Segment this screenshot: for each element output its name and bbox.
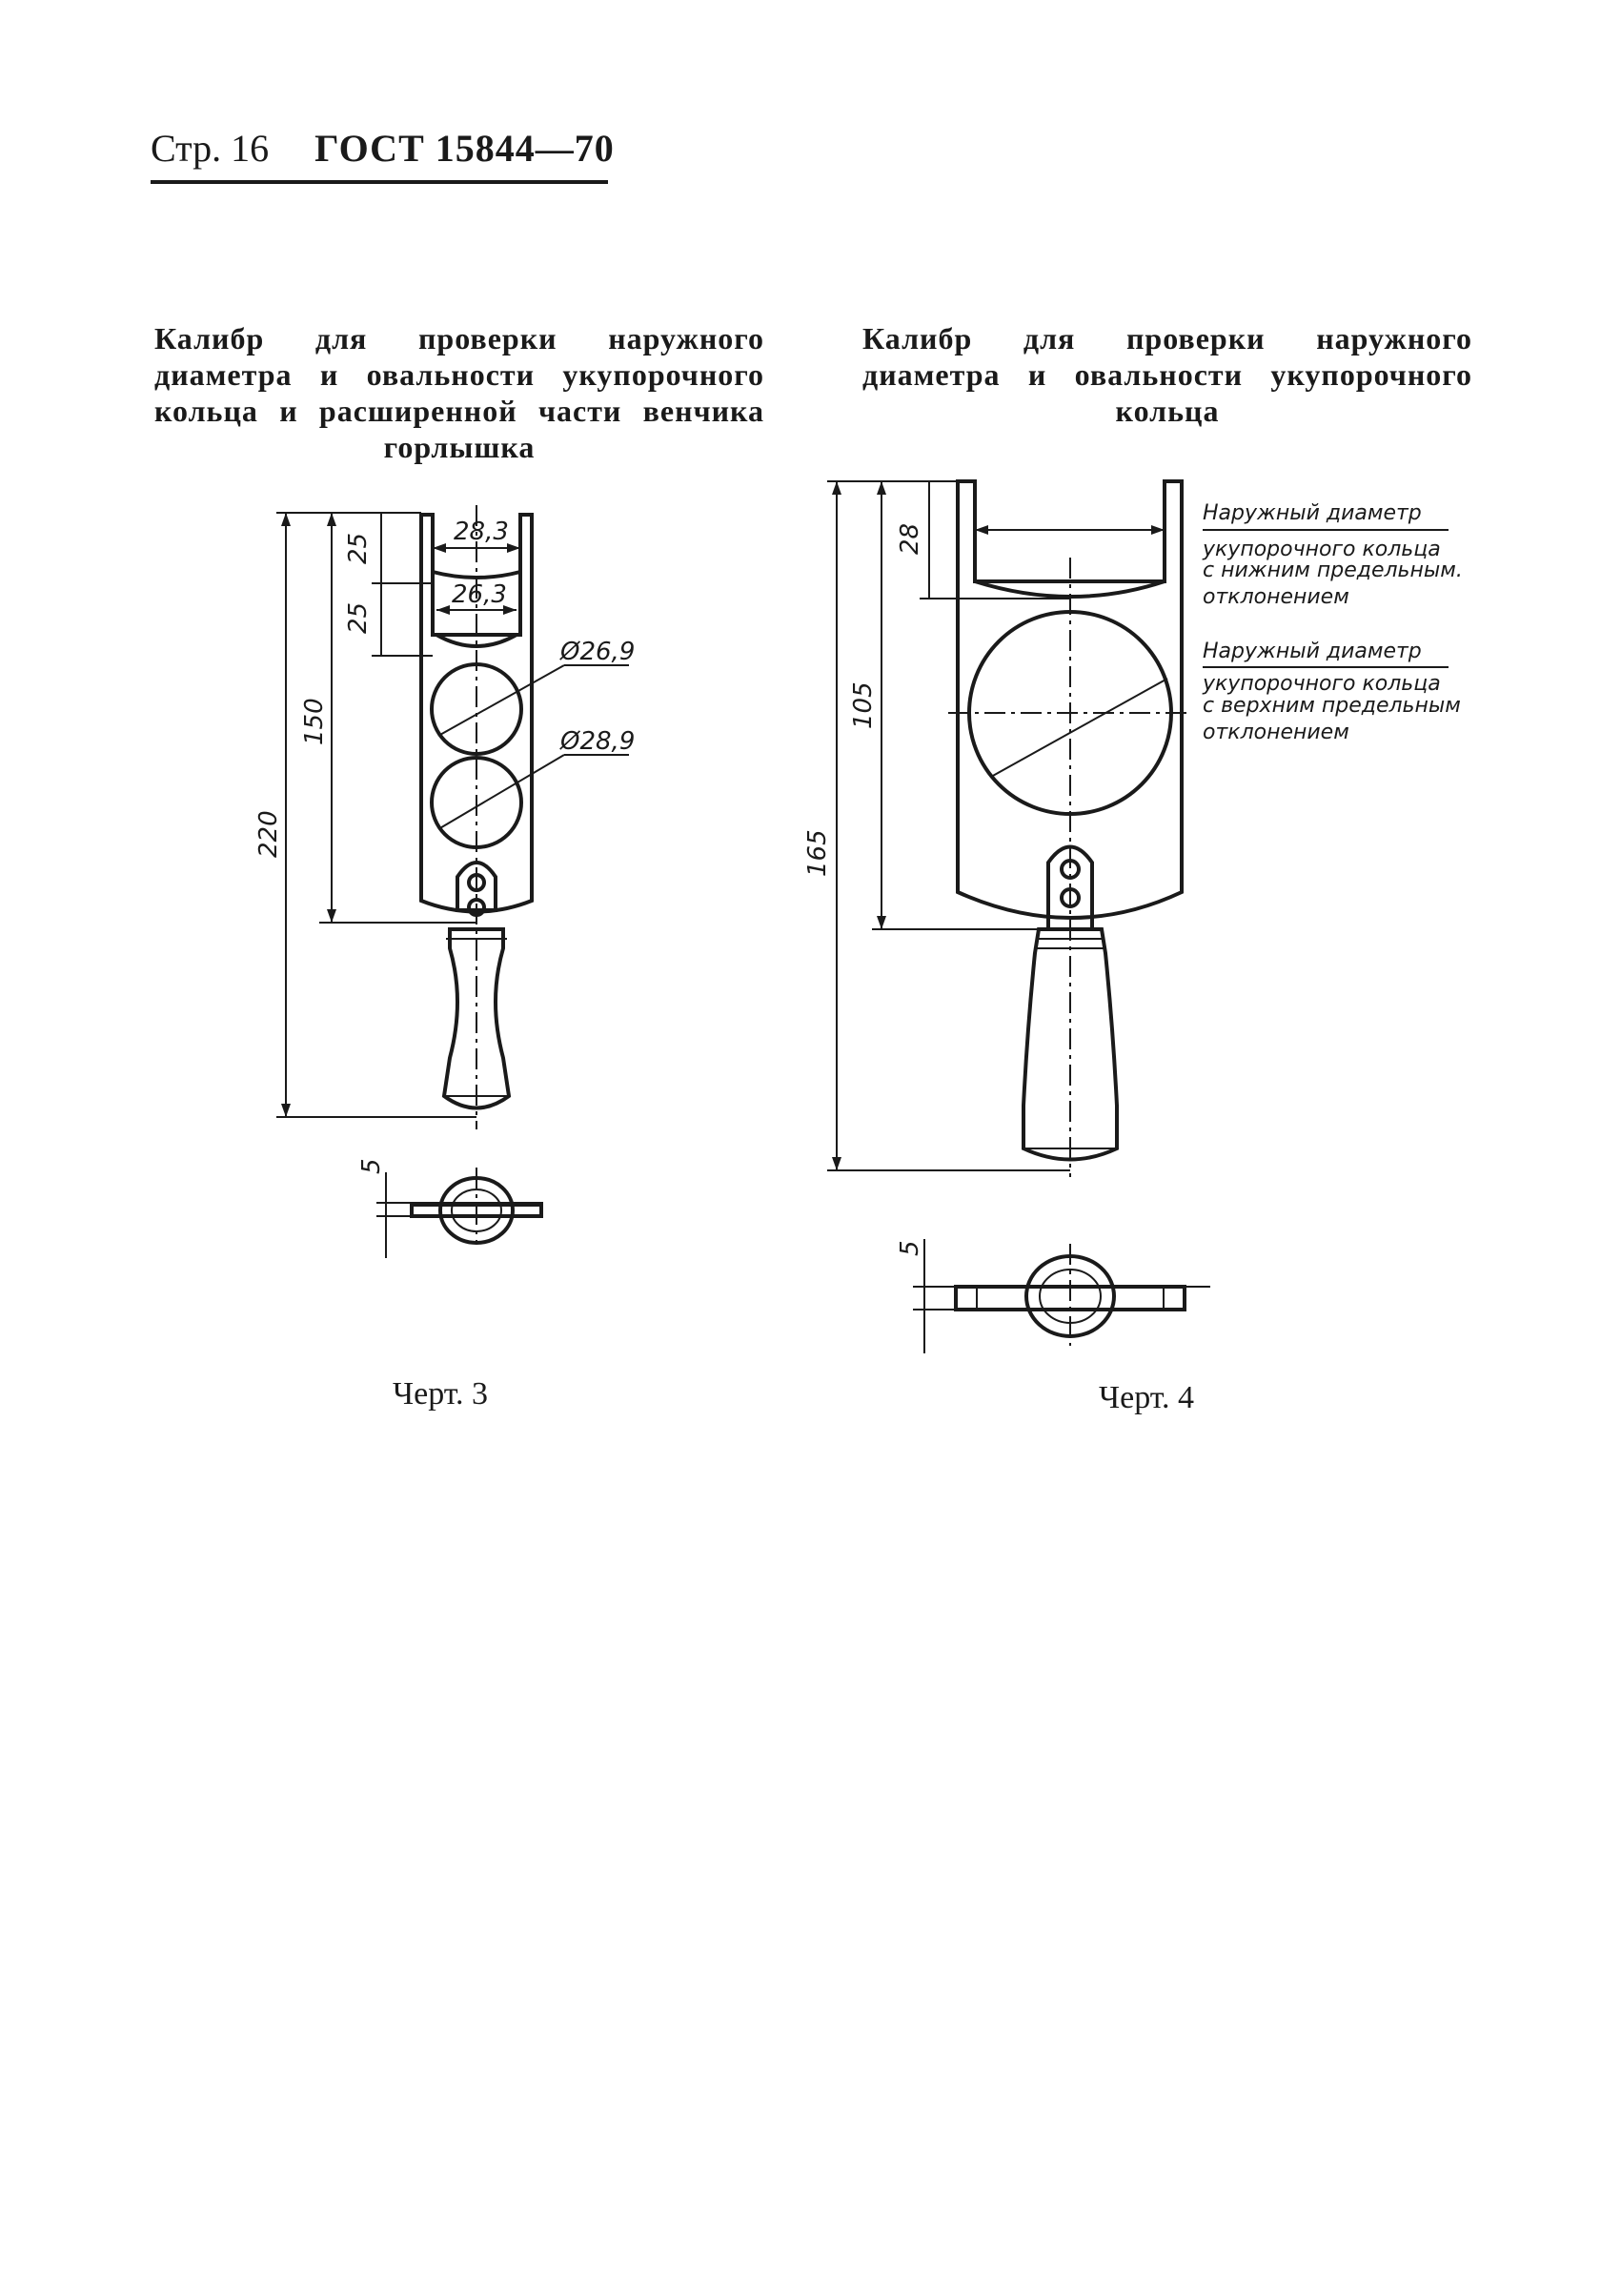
- figure4-note-upper-line: отклонением: [1203, 585, 1349, 609]
- figure3-rivet: [467, 898, 486, 917]
- figure3-dim-arrow: [503, 605, 517, 615]
- figure4-mount: [1046, 844, 1094, 931]
- figure3-dim-hole2: Ø28,9: [559, 727, 635, 756]
- figure4-caption-line: Калибр для проверки наружного: [862, 321, 1472, 356]
- figure4-note-lower-line: Наружный диаметр: [1203, 640, 1422, 663]
- figure3-dim-slot1: 25: [344, 533, 373, 564]
- figure3-rivet: [467, 873, 486, 892]
- figure3-mount: [456, 861, 497, 912]
- figure4-caption-line: кольца: [1115, 394, 1220, 428]
- figure4-dim-length-total: 165: [803, 829, 832, 877]
- figure4-dim-arrow: [1151, 525, 1165, 535]
- figure3-dim-hole1: Ø26,9: [559, 638, 635, 666]
- figure3-dim-arrow: [327, 513, 336, 526]
- figure3-caption-line: диаметра и овальности укупорочного: [154, 357, 764, 392]
- figure3-slot-arc: [436, 633, 517, 648]
- figure3-dim-arrow: [281, 1104, 291, 1117]
- figure4-handle: [1022, 927, 1119, 1162]
- figure3-label: Черт. 3: [393, 1376, 489, 1412]
- figure4-body-outline: [956, 479, 1184, 920]
- figure3-dim-length-total: 220: [254, 810, 283, 858]
- figure3-dim-arrow: [433, 543, 446, 553]
- standard-number: ГОСТ 15844—70: [314, 127, 615, 170]
- figure3-caption-line: кольца и расширенной части венчика: [154, 394, 764, 428]
- figure3-drawing: 28,3 26,3 25 25 150 220 Ø26,9 Ø28,9: [254, 505, 635, 1258]
- figure3-handle: [441, 927, 512, 1110]
- figure3-leader: [437, 664, 565, 737]
- figure4-dim-line: [990, 678, 1168, 778]
- figure4-caption: Калибр для проверки наружного диаметра и…: [862, 320, 1472, 429]
- figure4-note-upper-line: укупорочного кольца: [1202, 538, 1441, 561]
- figure4-note-upper-line: с нижним предельным.: [1203, 559, 1463, 582]
- figure4-caption-line: диаметра и овальности укупорочного: [862, 357, 1472, 392]
- figure3-dim-thickness: 5: [357, 1158, 386, 1174]
- figure4-rivet: [1060, 859, 1081, 880]
- figure4-dim-arrow: [832, 481, 841, 495]
- figure3-dim-width-inner: 26,3: [452, 580, 507, 609]
- figure4-note-lower-line: укупорочного кольца: [1202, 672, 1441, 696]
- figure4-drawing: 28 105 165 Наружный диаметр укупорочного…: [803, 479, 1463, 1353]
- figure3-leader: [437, 754, 565, 830]
- page-number: Стр. 16: [151, 127, 270, 170]
- figure3-dim-width-top: 28,3: [454, 518, 509, 546]
- figure3-dim-arrow: [436, 605, 450, 615]
- figure4-dim-arrow: [832, 1157, 841, 1170]
- figure3-dim-arrow: [281, 513, 291, 526]
- page-header: Стр. 16 ГОСТ 15844—70: [151, 126, 615, 171]
- figure4-note-upper-line: Наружный диаметр: [1203, 501, 1422, 525]
- figure3-slot-arc: [432, 570, 521, 579]
- figure3-dim-arrow: [507, 543, 520, 553]
- figure4-note-lower-line: с верхним предельным: [1203, 694, 1461, 718]
- figure4-dim-arrow: [975, 525, 988, 535]
- figure3-caption-line: Калибр для проверки наружного: [154, 321, 764, 356]
- figure4-dim-slot: 28: [896, 523, 924, 555]
- figure4-note-lower-line: отклонением: [1203, 721, 1349, 744]
- figure4-rivet: [1060, 887, 1081, 908]
- figure4-dim-thickness: 5: [896, 1240, 924, 1256]
- figure3-bottom-view: 5: [357, 1158, 543, 1258]
- header-rule: [151, 180, 608, 184]
- figure3-caption: Калибр для проверки наружного диаметра и…: [154, 320, 764, 465]
- figure3-dim-slot2: 25: [344, 602, 373, 634]
- figure4-dim-arrow: [877, 916, 886, 929]
- figure3-caption-line: горлышка: [383, 430, 536, 464]
- figure4-label: Черт. 4: [1099, 1380, 1195, 1415]
- figure4-dim-length-body: 105: [849, 681, 878, 729]
- figure3-body-outline: [419, 513, 534, 914]
- figure4-bottom-view: 5: [896, 1239, 1210, 1353]
- figure3-dim-length-body: 150: [300, 698, 329, 745]
- figure4-dim-arrow: [877, 481, 886, 495]
- figure3-dim-arrow: [327, 909, 336, 923]
